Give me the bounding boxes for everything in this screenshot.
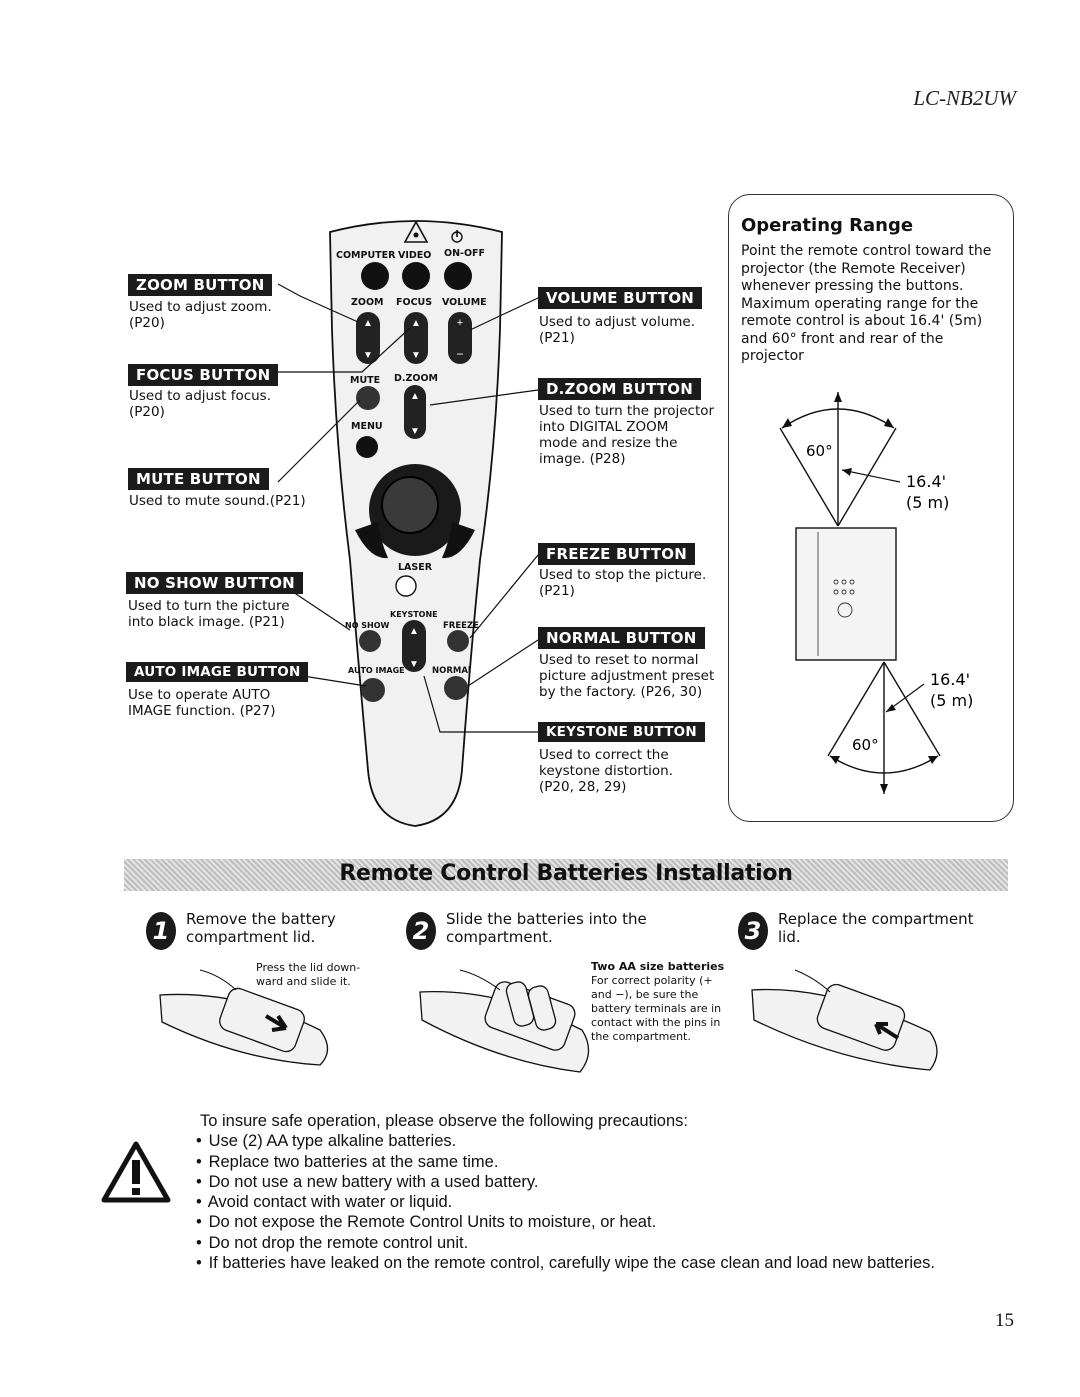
slide-arrow-icon xyxy=(264,1014,288,1032)
focus-button[interactable] xyxy=(404,312,428,364)
svg-text:−: − xyxy=(456,347,463,361)
focus-button-desc: Used to adjust focus.(P20) xyxy=(129,388,272,420)
svg-text:▼: ▼ xyxy=(363,350,373,361)
dzoom-button-callout: D.ZOOM BUTTON xyxy=(538,378,702,400)
projector-icon xyxy=(795,527,897,661)
no-show-button-callout: NO SHOW BUTTON xyxy=(126,572,303,594)
batteries-title: Remote Control Batteries Installation xyxy=(339,861,793,886)
remote-control-illustration: COMPUTER VIDEO ON-OFF ZOOM FOCUS VOLUME … xyxy=(277,220,539,827)
angle-top-label: 60° xyxy=(806,442,833,460)
volume-label: VOLUME xyxy=(442,297,487,308)
mute-button[interactable] xyxy=(356,386,380,410)
model-name: LC-NB2UW xyxy=(913,86,1016,110)
freeze-label: FREEZE xyxy=(443,621,479,631)
precaution-item: • Do not use a new battery with a used b… xyxy=(196,1172,539,1191)
laser-label: LASER xyxy=(398,562,433,573)
zoom-button-desc: Used to adjust zoom.(P20) xyxy=(129,299,272,331)
freeze-button[interactable] xyxy=(447,630,469,652)
svg-text:▲: ▲ xyxy=(410,391,420,402)
precaution-item: • Avoid contact with water or liquid. xyxy=(196,1193,453,1212)
distance-top-metric: (5 m) xyxy=(906,493,949,512)
dzoom-label: D.ZOOM xyxy=(394,373,438,384)
precautions-intro: To insure safe operation, please observe… xyxy=(200,1112,688,1130)
operating-range-title: Operating Range xyxy=(741,215,914,236)
batteries-banner: Remote Control Batteries Installation xyxy=(124,859,1008,891)
operating-range-panel: Operating Range Point the remote control… xyxy=(728,194,1014,822)
on-off-label: ON-OFF xyxy=(444,248,485,259)
video-button[interactable] xyxy=(402,262,430,290)
precautions-list: To insure safe operation, please observe… xyxy=(196,1111,936,1273)
precaution-item: • Use (2) AA type alkaline batteries. xyxy=(196,1132,457,1151)
step-1-badge: 1 xyxy=(146,912,176,950)
precaution-item: • Do not drop the remote control unit. xyxy=(196,1233,469,1252)
normal-label: NORMAl xyxy=(432,666,471,676)
svg-text:▲: ▲ xyxy=(409,626,419,637)
svg-text:▲: ▲ xyxy=(363,318,373,329)
distance-top-label: 16.4' xyxy=(906,472,946,491)
precaution-item: • Do not expose the Remote Control Units… xyxy=(196,1213,657,1232)
zoom-button-callout: ZOOM BUTTON xyxy=(128,274,273,296)
focus-label: FOCUS xyxy=(396,297,432,308)
angle-bottom-label: 60° xyxy=(852,736,879,754)
zoom-button[interactable] xyxy=(356,312,380,364)
distance-bottom-label: 16.4' xyxy=(930,670,970,689)
step-3-badge: 3 xyxy=(738,912,768,950)
auto-image-button[interactable] xyxy=(361,678,385,702)
auto-image-button-callout: AUTO IMAGE BUTTON xyxy=(126,662,309,682)
operating-range-diagram: 60° 16.4' (5 m) 16.4' (5 m) 60° xyxy=(779,392,973,794)
svg-text:▼: ▼ xyxy=(411,350,421,361)
normal-button-callout: NORMAL BUTTON xyxy=(538,627,705,649)
no-show-label: NO SHOW xyxy=(345,621,390,630)
distance-bottom-metric: (5 m) xyxy=(930,691,973,710)
computer-button[interactable] xyxy=(361,262,389,290)
svg-text:▼: ▼ xyxy=(410,426,420,437)
precaution-item: • If batteries have leaked on the remote… xyxy=(196,1254,936,1273)
warning-icon xyxy=(101,1141,171,1203)
freeze-button-callout: FREEZE BUTTON xyxy=(538,543,695,565)
laser-button[interactable] xyxy=(395,575,417,597)
keystone-button[interactable] xyxy=(402,620,426,672)
operating-range-text: Point the remote control toward the proj… xyxy=(741,243,992,364)
normal-button[interactable] xyxy=(444,676,468,700)
insert-arrow-icon xyxy=(874,1022,900,1040)
volume-button-callout: VOLUME BUTTON xyxy=(538,287,703,309)
keystone-button-callout: KEYSTONE BUTTON xyxy=(538,722,705,742)
svg-text:▼: ▼ xyxy=(409,659,419,670)
page-number: 15 xyxy=(995,1310,1014,1331)
video-label: VIDEO xyxy=(398,250,431,261)
step-1-note: Press the lid down-ward and slide it. xyxy=(256,961,361,988)
no-show-button[interactable] xyxy=(359,630,381,652)
step-2-note: Two AA size batteries For correct polari… xyxy=(591,960,725,1043)
step-2-badge: 2 xyxy=(406,912,436,950)
zoom-label: ZOOM xyxy=(351,297,384,308)
dzoom-button[interactable] xyxy=(404,385,426,439)
focus-button-callout: FOCUS BUTTON xyxy=(128,364,279,386)
auto-image-label: AUTO IMAGE xyxy=(348,666,405,675)
keystone-label: KEYSTONE xyxy=(390,610,438,619)
svg-text:+: + xyxy=(457,317,463,329)
precaution-item: • Replace two batteries at the same time… xyxy=(196,1152,499,1171)
mute-button-callout: MUTE BUTTON xyxy=(128,468,269,490)
on-off-button[interactable] xyxy=(444,262,472,290)
battery-steps-illustration xyxy=(159,969,938,1073)
volume-button[interactable] xyxy=(448,312,472,364)
mute-button-desc: Used to mute sound.(P21) xyxy=(129,493,306,509)
mute-label: MUTE xyxy=(350,375,380,386)
volume-button-desc: Used to adjust volume.(P21) xyxy=(539,314,695,346)
menu-button[interactable] xyxy=(356,436,378,458)
computer-label: COMPUTER xyxy=(336,250,396,261)
freeze-button-desc: Used to stop the picture.(P21) xyxy=(539,567,707,599)
menu-label: MENU xyxy=(351,421,383,432)
svg-text:▲: ▲ xyxy=(411,318,421,329)
